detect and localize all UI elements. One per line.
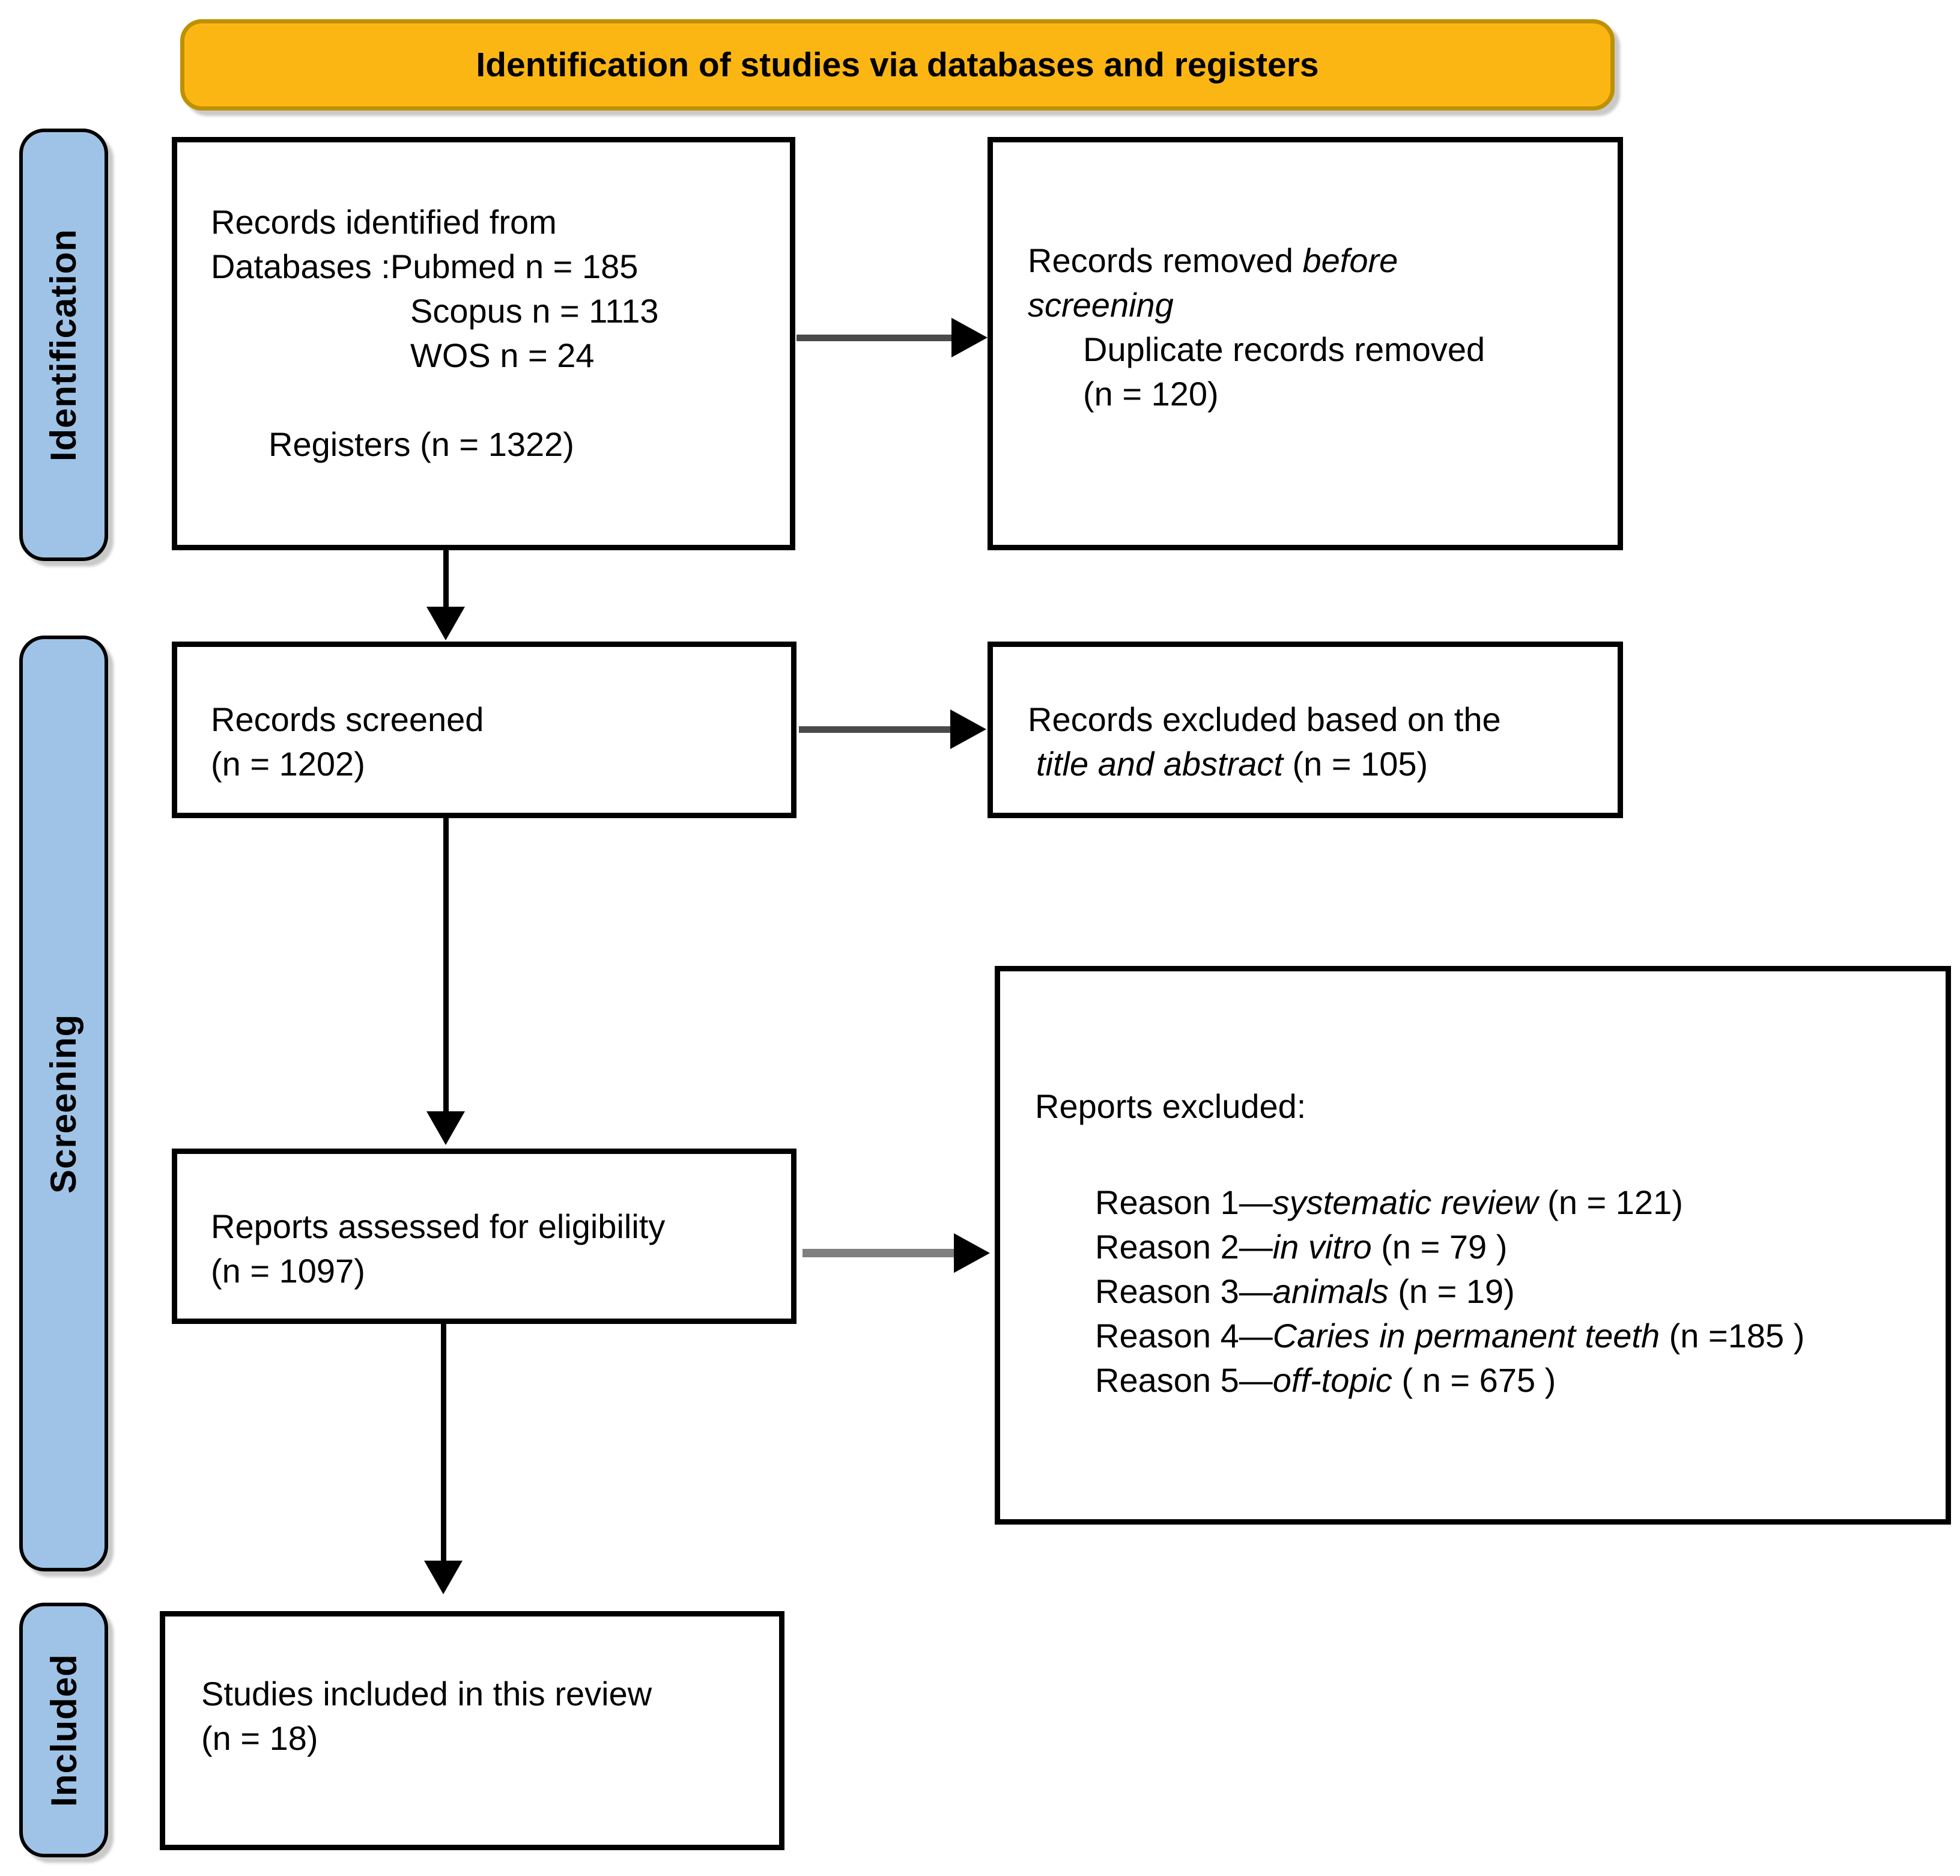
records-identified-line5: Registers (n = 1322): [269, 425, 574, 463]
records-identified-line3: Scopus n = 1113: [410, 292, 659, 330]
box-studies-included: Studies included in this review (n = 18): [160, 1611, 784, 1850]
arrow-assessed-to-included-head: [424, 1561, 463, 1594]
box-records-screened: Records screened (n = 1202): [172, 642, 796, 818]
title-banner: Identification of studies via databases …: [180, 19, 1615, 111]
reports-excluded-title: Reports excluded:: [1035, 1087, 1306, 1125]
spacer: [1035, 1129, 1934, 1180]
arrow-identified-to-removed-shaft: [796, 335, 954, 341]
arrow-identified-to-removed-head: [951, 318, 988, 357]
stage-bar-screening-label: Screening: [43, 1013, 84, 1194]
reports-assessed-line1: Reports assessed for eligibility: [211, 1207, 666, 1245]
records-removed-line1: Records removed before: [1028, 241, 1398, 279]
arrow-screened-to-assessed-shaft: [443, 818, 449, 1114]
box-reports-excluded: Reports excluded: Reason 1—systematic re…: [995, 966, 1951, 1525]
stage-bar-identification-label: Identification: [43, 228, 84, 461]
arrow-screened-to-assessed-head: [426, 1111, 465, 1145]
reports-excluded-reason-3: Reason 3—animals (n = 19): [1095, 1272, 1515, 1310]
stage-bar-identification: Identification: [19, 129, 108, 561]
reports-excluded-reason-2: Reason 2—in vitro (n = 79 ): [1095, 1228, 1508, 1266]
records-screened-line2: (n = 1202): [211, 745, 365, 783]
arrow-assessed-to-reports-excluded-shaft: [803, 1249, 955, 1257]
records-screened-line1: Records screened: [211, 700, 484, 738]
reports-assessed-line2: (n = 1097): [211, 1252, 365, 1290]
arrow-screened-to-excluded-head: [950, 709, 986, 749]
records-identified-line4: WOS n = 24: [410, 336, 595, 374]
box-records-removed: Records removed before screening Duplica…: [988, 137, 1623, 550]
spacer: [211, 378, 778, 422]
records-excluded-line2: title and abstract (n = 105): [1036, 745, 1428, 783]
box-reports-assessed: Reports assessed for eligibility (n = 10…: [172, 1149, 796, 1324]
records-removed-line4: (n = 120): [1083, 375, 1219, 413]
records-removed-line3: Duplicate records removed: [1083, 330, 1485, 368]
arrow-screened-to-excluded-shaft: [799, 726, 953, 733]
stage-bar-included-label: Included: [43, 1653, 84, 1807]
reports-excluded-reason-1: Reason 1—systematic review (n = 121): [1095, 1183, 1683, 1221]
arrow-identified-to-screened-head: [426, 607, 465, 640]
reports-excluded-reason-4: Reason 4—Caries in permanent teeth (n =1…: [1095, 1317, 1805, 1355]
records-removed-line2: screening: [1028, 286, 1174, 324]
box-records-identified: Records identified from Databases :Pubme…: [172, 137, 795, 550]
records-identified-line1: Records identified from: [211, 203, 557, 241]
records-excluded-line1: Records excluded based on the: [1028, 700, 1501, 738]
stage-bar-screening: Screening: [19, 636, 108, 1571]
studies-included-line1: Studies included in this review: [201, 1675, 652, 1713]
stage-bar-included: Included: [19, 1603, 108, 1857]
arrow-assessed-to-reports-excluded-head: [954, 1233, 990, 1273]
arrow-assessed-to-included-shaft: [441, 1324, 446, 1563]
box-records-excluded: Records excluded based on the title and …: [988, 642, 1623, 818]
records-identified-line2: Databases :Pubmed n = 185: [211, 247, 639, 285]
arrow-identified-to-screened-shaft: [443, 550, 449, 610]
studies-included-line2: (n = 18): [201, 1719, 318, 1757]
reports-excluded-reason-5: Reason 5—off-topic ( n = 675 ): [1095, 1361, 1556, 1399]
title-banner-label: Identification of studies via databases …: [476, 46, 1319, 84]
